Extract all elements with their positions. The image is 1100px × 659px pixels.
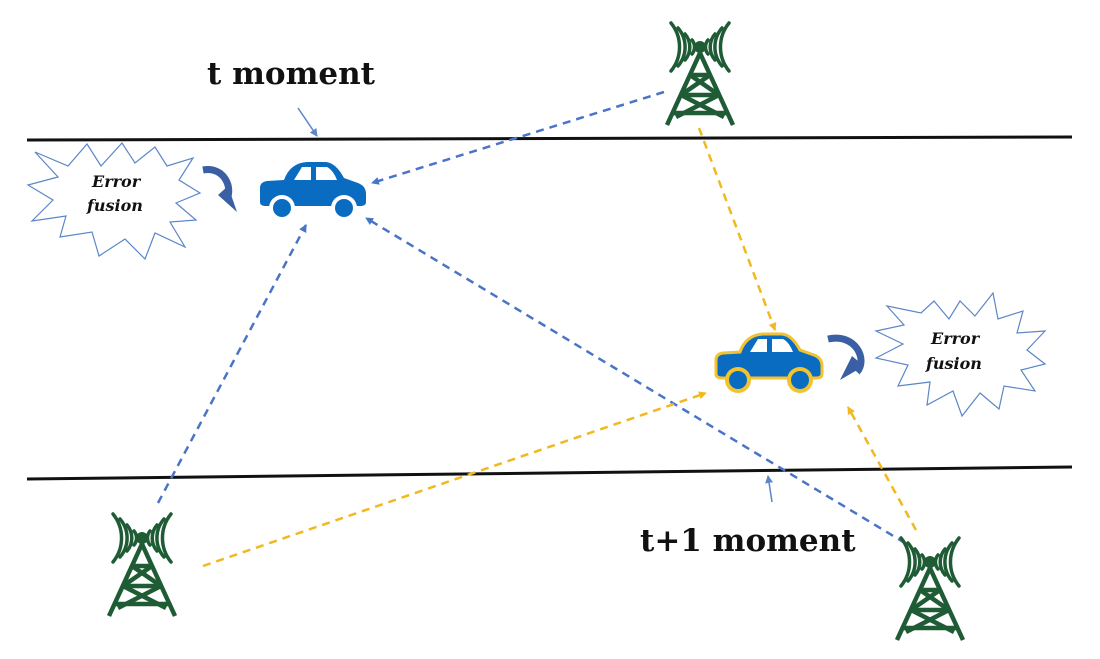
signal-link-top-tower-to-car-t (371, 90, 665, 185)
car-icon (714, 332, 824, 393)
signal-link-left-tower-to-car-t (156, 224, 308, 504)
signal-link-top-tower-to-car-t1 (697, 127, 777, 331)
t-moment-label: t moment (207, 56, 376, 92)
road-edge-bottom (26, 465, 1073, 481)
signal-link-right-tower-to-car-t1 (846, 406, 918, 531)
car-icon (260, 162, 366, 221)
t1-moment-pointer-arrow (765, 475, 774, 503)
curved-arrow-icon (827, 334, 865, 380)
signal-link-left-tower-to-car-t1 (202, 391, 707, 568)
cell-tower-icon (667, 23, 733, 125)
cell-tower-icon (109, 514, 175, 616)
signal-link-right-tower-to-car-t (365, 216, 906, 545)
error-fusion-label-left-line2: fusion (86, 196, 143, 215)
road-edge-top (26, 135, 1073, 142)
t-moment-pointer-arrow (297, 107, 318, 137)
error-fusion-label-right-line2: fusion (925, 354, 982, 373)
error-fusion-label-left-line1: Error (91, 172, 142, 191)
error-fusion-label-right-line1: Error (930, 329, 981, 348)
starburst-icon (874, 291, 1047, 418)
curved-arrow-icon (202, 166, 237, 212)
cell-tower-icon (897, 538, 963, 640)
starburst-icon (26, 142, 202, 261)
t1-moment-label: t+1 moment (640, 523, 856, 559)
